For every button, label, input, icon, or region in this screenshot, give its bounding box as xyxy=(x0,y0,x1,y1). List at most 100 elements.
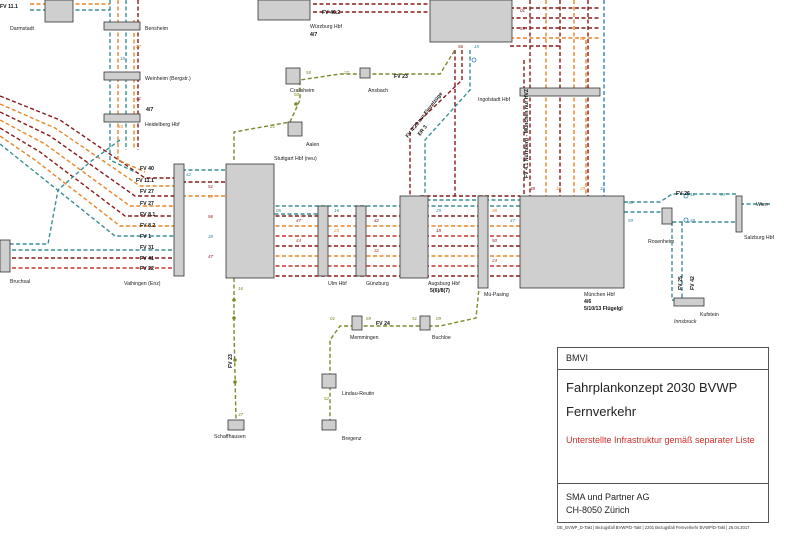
svg-text:59: 59 xyxy=(366,316,372,321)
company-address: CH-8050 Zürich xyxy=(566,505,630,515)
svg-text:42: 42 xyxy=(374,218,380,223)
svg-text:55: 55 xyxy=(306,70,312,75)
station-box-weinheim xyxy=(103,71,141,81)
svg-text:41: 41 xyxy=(136,96,142,101)
line-fv111-top: FV 11.1 xyxy=(0,4,18,10)
svg-text:43: 43 xyxy=(118,124,124,129)
station-labels: Darmstadt Bensheim Weinheim (Bergstr.) H… xyxy=(10,24,775,442)
label-heidelberg: Heidelberg Hbf xyxy=(145,122,180,128)
svg-text:05: 05 xyxy=(276,208,282,213)
label-buchloe: Buchloe xyxy=(432,335,451,341)
line-fv23-south: FV 23 xyxy=(228,354,234,368)
station-box-wuerzburg xyxy=(257,0,311,21)
line-fv22: FV 22 xyxy=(140,266,154,272)
label-crailsheim: Crailsheim xyxy=(290,88,315,94)
svg-text:02: 02 xyxy=(580,36,586,41)
station-box-rosenheim xyxy=(661,207,673,225)
svg-text:51: 51 xyxy=(412,316,418,321)
svg-text:31: 31 xyxy=(600,186,606,191)
svg-text:47: 47 xyxy=(510,218,516,223)
label-innsbruck: Innsbruck xyxy=(674,319,697,325)
station-box-bregenz xyxy=(321,419,337,431)
svg-text:24: 24 xyxy=(491,258,498,263)
svg-text:12: 12 xyxy=(690,192,696,197)
label-aalen: Aalen xyxy=(306,142,319,148)
label-stuttgart: Stuttgart Hbf (neu) xyxy=(274,156,317,162)
line-fv111: FV 11.1 xyxy=(136,178,154,184)
svg-text:56: 56 xyxy=(208,214,214,219)
title-block-main-row: Fahrplankonzept 2030 BVWP Fernverkehr Un… xyxy=(558,370,768,484)
svg-text:23: 23 xyxy=(333,228,340,233)
station-box-wuerzburg-east xyxy=(429,0,513,43)
label-augsburg: Augsburg Hbf xyxy=(428,281,460,287)
label-ulm: Ulm Hbf xyxy=(328,281,347,287)
label-wien: Wien xyxy=(756,202,768,208)
olive-stop-dots xyxy=(232,102,298,384)
label-augsburg-tag: 5(6)/8(7) xyxy=(430,288,450,294)
label-wuerzburg: Würzburg Hbf xyxy=(310,24,343,30)
svg-text:51: 51 xyxy=(208,184,214,189)
station-box-muepasing xyxy=(477,195,489,289)
svg-text:39: 39 xyxy=(520,26,526,31)
company-name: SMA und Partner AG xyxy=(566,492,650,502)
title-line-1: Fahrplankonzept 2030 BVWP xyxy=(566,380,738,395)
station-box-bruchsal xyxy=(0,239,11,273)
svg-text:18: 18 xyxy=(120,56,126,61)
title-block: BMVI Fahrplankonzept 2030 BVWP Fernverke… xyxy=(557,347,769,523)
label-salzburg: Salzburg Hbf xyxy=(744,235,775,241)
svg-text:42: 42 xyxy=(186,172,192,177)
line-fv31: FV 31 xyxy=(140,245,154,251)
label-muenchen-tag1: 4/6 xyxy=(584,299,591,305)
line-fv41: FV 41 xyxy=(140,256,154,262)
label-guenzburg: Günzburg xyxy=(366,281,389,287)
svg-text:47: 47 xyxy=(208,254,214,259)
label-bruchsal: Bruchsal xyxy=(10,279,30,285)
station-box-schaffhausen xyxy=(227,419,245,431)
station-box-buchloe xyxy=(419,315,431,331)
line-fv24: FV 24 xyxy=(376,321,390,327)
line-fv26: FV 26 xyxy=(676,191,690,197)
station-box-ansbach xyxy=(359,67,371,79)
svg-text:18: 18 xyxy=(474,44,480,49)
svg-text:47: 47 xyxy=(296,218,302,223)
station-box-stuttgart xyxy=(225,163,275,279)
svg-text:27: 27 xyxy=(135,44,142,49)
station-box-lindau xyxy=(321,373,337,389)
footer-reference: DE_BVWP_D-Takt | Bezugsfall BVWP/D-Takt … xyxy=(557,525,750,530)
svg-text:50: 50 xyxy=(492,238,498,243)
svg-text:49: 49 xyxy=(690,218,696,223)
label-lindau: Lindau-Reutin xyxy=(342,391,374,397)
line-er3: ER 3 xyxy=(417,124,429,137)
label-ansbach: Ansbach xyxy=(368,88,388,94)
svg-text:59: 59 xyxy=(628,218,634,223)
label-memmingen: Memmingen xyxy=(350,335,379,341)
svg-text:44: 44 xyxy=(720,192,726,197)
station-box-bensheim xyxy=(103,21,141,31)
infrastructure-note: Unterstellte Infrastruktur gemäß separat… xyxy=(566,435,755,445)
svg-text:38: 38 xyxy=(208,234,214,239)
line-fv82: FV 8.2 xyxy=(140,223,155,229)
svg-text:48: 48 xyxy=(530,186,536,191)
svg-text:52: 52 xyxy=(324,396,330,401)
line-fv1: FV 1 xyxy=(140,234,151,240)
label-muenchen: München Hbf xyxy=(584,292,615,298)
svg-text:01: 01 xyxy=(520,8,526,13)
label-heidelberg-tag: 4/7 xyxy=(146,107,153,113)
label-schaffhausen: Schaffhausen xyxy=(214,434,246,440)
line-fv462: FV 46.2 xyxy=(322,10,340,16)
svg-text:18: 18 xyxy=(556,186,562,191)
org-name: BMVI xyxy=(566,353,589,363)
svg-text:29: 29 xyxy=(579,186,586,191)
svg-text:18: 18 xyxy=(436,228,442,233)
title-block-company-row: SMA und Partner AG CH-8050 Zürich xyxy=(558,484,768,522)
svg-text:50: 50 xyxy=(294,92,300,97)
station-box-ulm xyxy=(317,205,329,277)
junction-rings xyxy=(471,57,689,223)
label-rosenheim: Rosenheim xyxy=(648,239,674,245)
label-kufstein: Kufstein xyxy=(700,312,719,318)
line-fv27a: FV 27 xyxy=(140,189,154,195)
label-wuerzburg-tag: 4/7 xyxy=(310,32,317,38)
label-vaihingen: Vaihingen (Enz) xyxy=(124,281,161,287)
title-block-org-row: BMVI xyxy=(558,348,768,370)
